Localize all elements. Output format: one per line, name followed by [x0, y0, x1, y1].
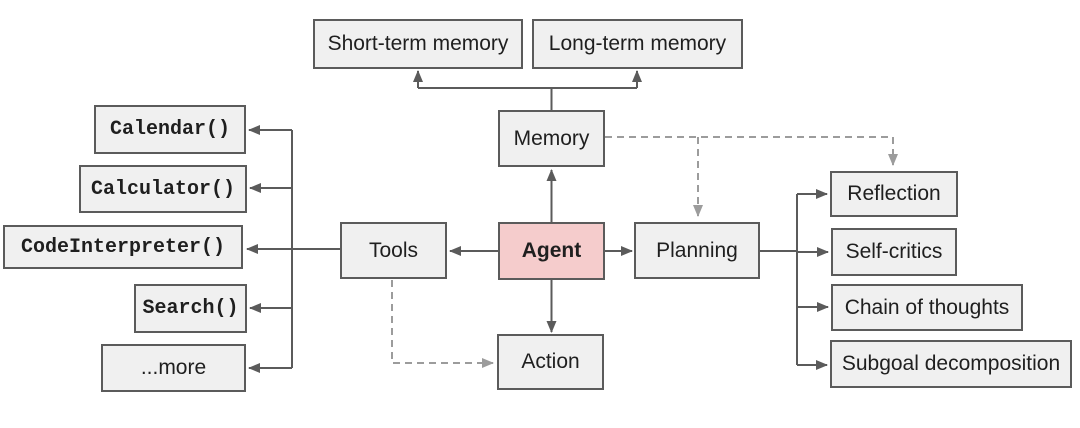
node-agent: Agent [498, 222, 605, 280]
node-tools: Tools [340, 222, 447, 279]
node-more: ...more [101, 344, 246, 392]
node-memory: Memory [498, 110, 605, 167]
node-search: Search() [134, 284, 247, 333]
node-code-interpreter: CodeInterpreter() [3, 225, 243, 269]
edge-tools-action-dashed [391, 280, 494, 368]
node-calculator: Calculator() [79, 165, 247, 213]
node-self-critics: Self-critics [831, 228, 957, 276]
node-calendar: Calendar() [94, 105, 246, 154]
node-planning: Planning [634, 222, 760, 279]
node-action: Action [497, 334, 604, 390]
node-long-term-memory: Long-term memory [532, 19, 743, 69]
node-chain-of-thoughts: Chain of thoughts [831, 284, 1023, 331]
node-reflection: Reflection [830, 171, 958, 217]
node-short-term-memory: Short-term memory [313, 19, 523, 69]
node-subgoal-decomposition: Subgoal decomposition [830, 340, 1072, 388]
